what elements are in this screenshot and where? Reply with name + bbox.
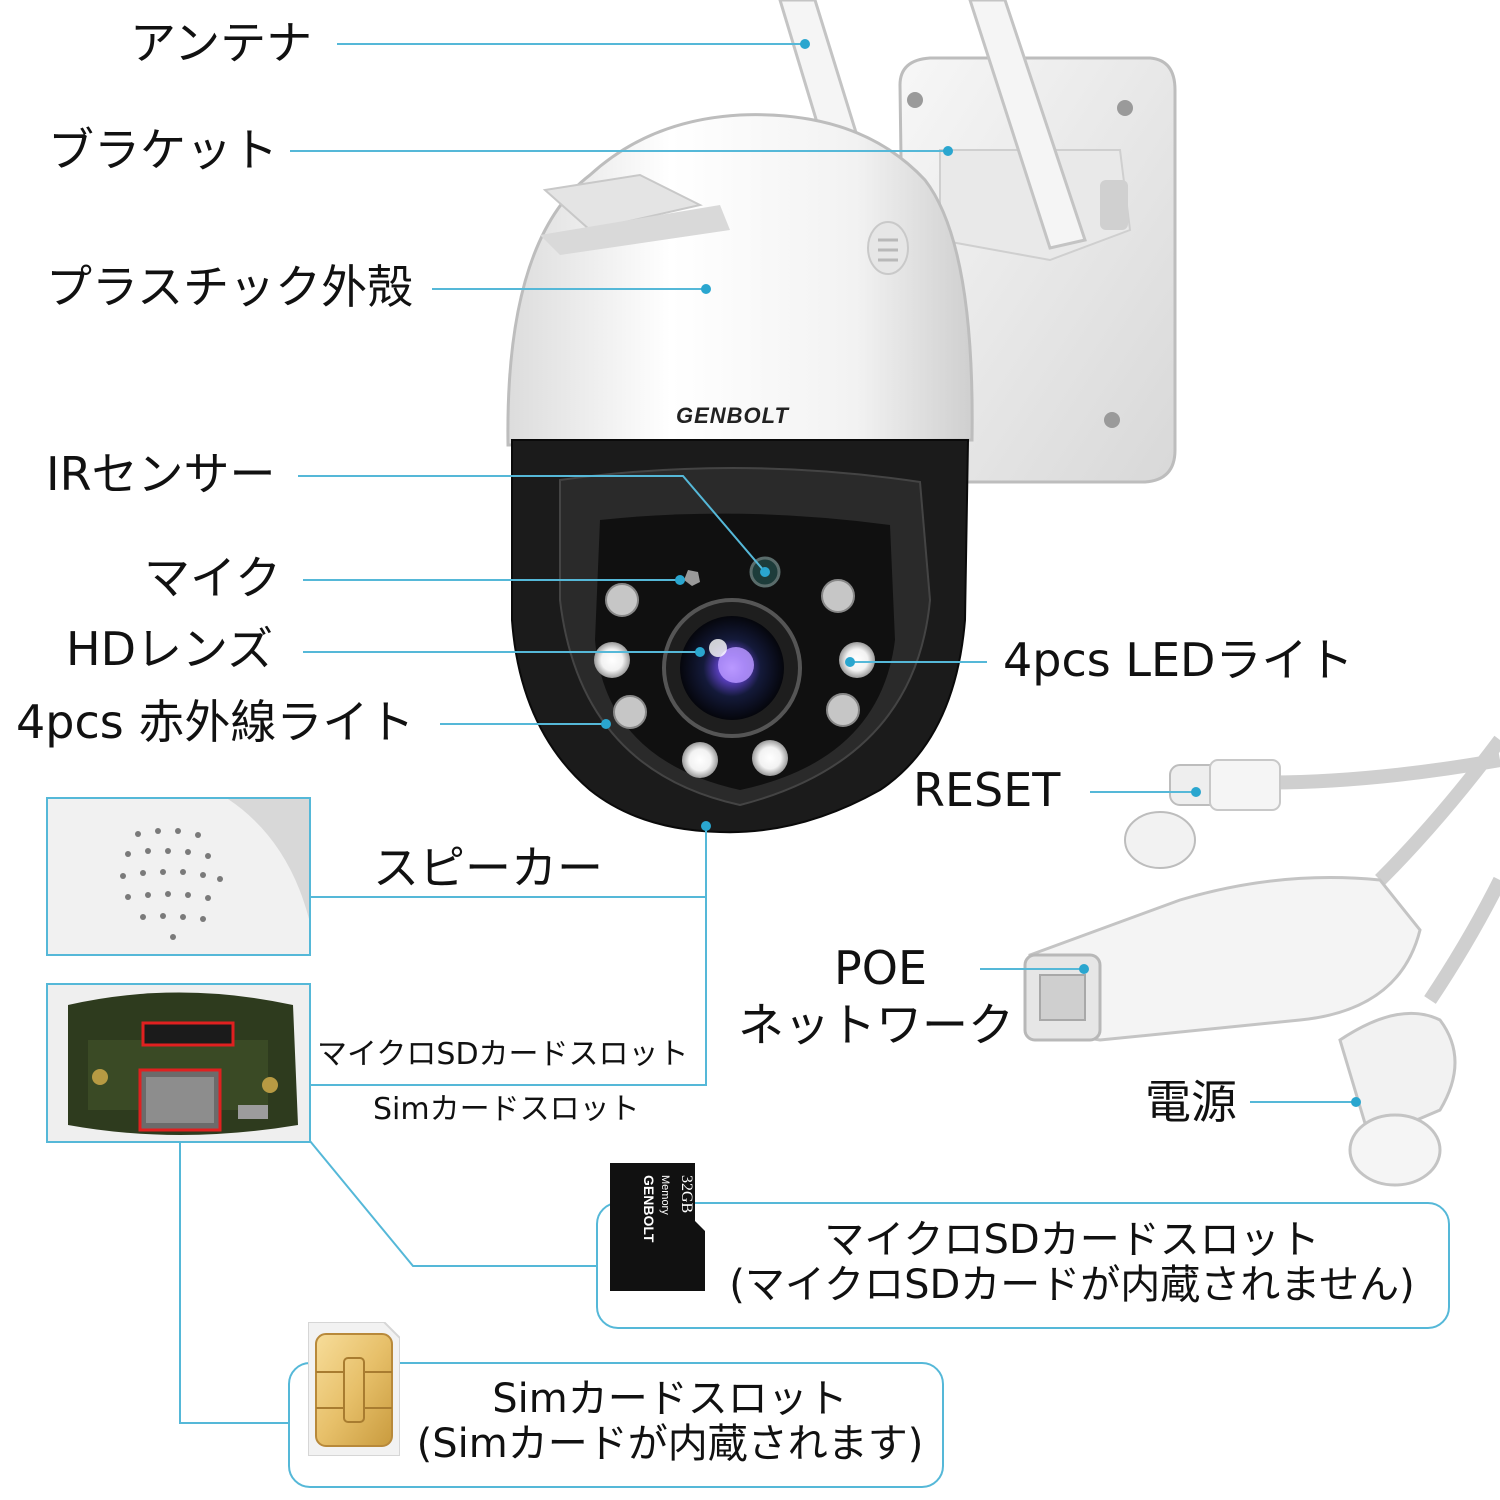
label-bracket: ブラケット xyxy=(48,123,278,177)
label-ir-sensor: IRセンサー xyxy=(46,447,276,501)
sim-card-image xyxy=(308,1322,400,1456)
sim-callout-line1: Simカードスロット xyxy=(492,1376,848,1422)
label-micro-sd-slot: マイクロSDカードスロット xyxy=(317,1037,689,1072)
sd-callout-line1: マイクロSDカードスロット xyxy=(824,1217,1320,1263)
label-poe: POE xyxy=(834,941,928,995)
label-power: 電源 xyxy=(1145,1075,1237,1129)
label-network: ネットワーク xyxy=(738,998,1014,1052)
label-ir-lights: 4pcs 赤外線ライト xyxy=(16,695,415,749)
sim-callout-text: Simカードスロット (Simカードが内蔵されます) xyxy=(410,1377,930,1467)
label-led-lights: 4pcs LEDライト xyxy=(1003,633,1354,687)
dome-shell xyxy=(506,113,974,447)
leader-lines xyxy=(179,43,1356,1424)
speaker-inset xyxy=(46,797,311,956)
label-speaker: スピーカー xyxy=(373,841,603,895)
label-sim-slot: Simカードスロット xyxy=(373,1092,640,1127)
poe-connector xyxy=(1023,876,1422,1042)
hd-lens xyxy=(662,598,802,738)
sim-callout-line2: (Simカードが内蔵されます) xyxy=(416,1420,924,1467)
label-reset: RESET xyxy=(913,763,1061,817)
mic-hole xyxy=(684,570,700,586)
sd-card-brand: GENBOLT xyxy=(641,1175,657,1243)
sd-callout-line2: (マイクロSDカードが内蔵されません) xyxy=(729,1261,1415,1308)
speaker-holes-image xyxy=(48,799,309,954)
micro-sd-card-image: GENBOLT Memory 32GB xyxy=(610,1163,705,1291)
reset-connector xyxy=(1124,759,1281,869)
sd-card-callout xyxy=(596,1202,1450,1329)
label-plastic-shell: プラスチック外殻 xyxy=(46,260,414,314)
brand-logo: GENBOLT xyxy=(676,403,789,428)
sd-card-capacity: 32GB xyxy=(678,1175,695,1213)
speaker-holes xyxy=(120,828,223,940)
label-hd-lens: HDレンズ xyxy=(66,622,274,676)
label-antenna: アンテナ xyxy=(130,16,313,70)
label-mic: マイク xyxy=(144,551,282,605)
ir-lights xyxy=(605,579,860,729)
circuit-board-image xyxy=(48,985,309,1141)
slots-inset xyxy=(46,983,311,1143)
sd-callout-text: マイクロSDカードスロット (マイクロSDカードが内蔵されません) xyxy=(712,1218,1432,1308)
power-connector xyxy=(1338,1011,1457,1187)
sd-slot-highlight xyxy=(141,1021,235,1047)
sd-card-memory: Memory xyxy=(659,1175,671,1215)
